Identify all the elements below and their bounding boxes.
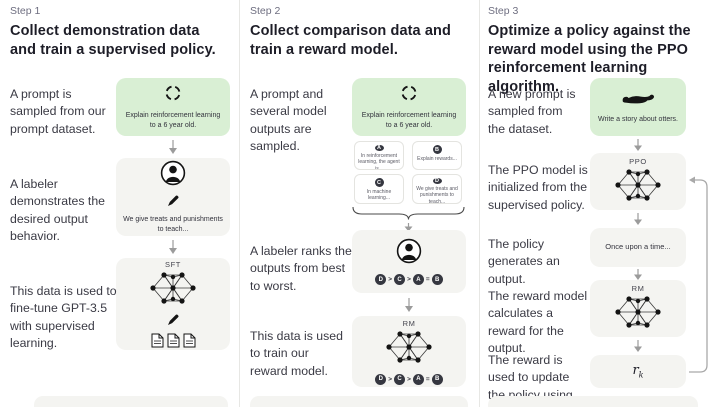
down-arrow-icon: [168, 240, 178, 260]
ranking-separator: >: [388, 375, 393, 383]
prompt-box: Explain reinforcement learning to a 6 ye…: [352, 78, 466, 136]
rm-box: RM D > C > A = B: [352, 316, 466, 387]
rm-label: RM: [631, 283, 645, 293]
column-divider: [239, 0, 240, 407]
option-text: Explain rewards...: [417, 156, 457, 162]
ranking-letter: C: [394, 373, 406, 385]
prompt-box: Explain reinforcement learning to a 6 ye…: [116, 78, 230, 136]
column-divider: [479, 0, 480, 407]
rm-label: RM: [402, 318, 416, 328]
step-label: Step 2: [250, 5, 281, 17]
desc-update-policy: The reward is used to update the policy …: [488, 353, 573, 407]
option-box-c: C In machine learning...: [354, 174, 404, 204]
ranking-letter: C: [394, 274, 406, 285]
prompt-box: Write a story about otters.: [590, 78, 686, 136]
option-letter: C: [374, 178, 384, 187]
option-text: In reinforcement learning, the agent is.…: [358, 153, 400, 170]
step-heading: Collect comparison data and train a rewa…: [250, 23, 451, 58]
down-arrow-icon: [404, 298, 414, 318]
labeler-caption: We give treats and punishments to teach.…: [123, 216, 223, 233]
pencil-icon: [167, 193, 179, 211]
down-arrow-icon: [633, 268, 643, 286]
rm-box: RM: [590, 280, 686, 337]
ranking-letter: D: [375, 373, 387, 385]
sft-label: SFT: [165, 260, 181, 269]
option-letter: B: [432, 145, 442, 154]
person-icon: [396, 238, 422, 269]
prompt-text: Explain reinforcement learning to a 6 ye…: [125, 112, 221, 129]
step-label: Step 3: [488, 5, 519, 17]
bottom-strip: [488, 396, 698, 407]
down-arrow-icon: [404, 219, 413, 237]
pencil-icon: [167, 312, 179, 330]
output-text: Once upon a time...: [605, 242, 671, 252]
ranking-separator: >: [388, 276, 393, 283]
option-letter: A: [374, 145, 384, 151]
otter-icon: [621, 90, 655, 111]
feedback-loop-arrow-icon: [688, 170, 712, 381]
labeler-ranking-box: D > C > A = B: [352, 230, 466, 293]
down-arrow-icon: [633, 340, 643, 358]
ranking-letter: B: [431, 373, 443, 385]
ranking-row: D > C > A = B: [375, 274, 443, 285]
person-icon: [160, 160, 186, 191]
dashed-cycle-icon: [400, 84, 418, 107]
ranking-separator: =: [425, 375, 430, 383]
reward-box: rk: [590, 355, 686, 388]
option-box-d: D We give treats and punishments to teac…: [412, 174, 462, 204]
ppo-label: PPO: [629, 156, 647, 166]
neural-network-icon: [615, 168, 661, 207]
ranking-separator: =: [425, 276, 430, 283]
ranking-separator: >: [407, 276, 411, 283]
desc-ppo-initialized: The PPO model is initialized from the su…: [488, 163, 588, 212]
desc-prompt-sampled: A prompt is sampled from our prompt data…: [10, 87, 106, 136]
output-box: Once upon a time...: [590, 228, 686, 267]
desc-outputs-sampled: A prompt and several model outputs are s…: [250, 87, 327, 154]
reward-symbol: rk: [632, 363, 644, 380]
ranking-letter: D: [375, 274, 387, 285]
ranking-letter: B: [431, 274, 443, 285]
ppo-box: PPO: [590, 153, 686, 210]
option-text: We give treats and punishments to teach.…: [416, 186, 458, 204]
ranking-row: D > C > A = B: [375, 373, 443, 385]
desc-policy-generates: The policy generates an output.: [488, 237, 560, 286]
option-letter: D: [432, 178, 442, 184]
desc-finetune-gpt: This data is used to fine-tune GPT-3.5 w…: [10, 284, 117, 351]
desc-reward-calculated: The reward model calculates a reward for…: [488, 289, 588, 356]
sft-box: SFT: [116, 258, 230, 350]
neural-network-icon: [150, 271, 196, 310]
neural-network-icon: [386, 330, 432, 369]
step-heading: Optimize a policy against the reward mod…: [488, 23, 691, 95]
ranking-letter: A: [412, 373, 424, 385]
prompt-text: Explain reinforcement learning to a 6 ye…: [361, 112, 457, 129]
option-text: In machine learning...: [366, 189, 392, 202]
desc-new-prompt: A new prompt is sampled from the dataset…: [488, 87, 576, 136]
bottom-strip: [34, 396, 228, 407]
down-arrow-icon: [168, 140, 178, 160]
prompt-text: Write a story about otters.: [597, 115, 678, 123]
neural-network-icon: [615, 295, 661, 334]
option-box-b: B Explain rewards...: [412, 141, 462, 170]
documents-icon: [151, 333, 196, 348]
desc-labeler-ranks: A labeler ranks the outputs from best to…: [250, 244, 352, 293]
step-heading: Collect demonstration data and train a s…: [10, 23, 216, 58]
down-arrow-icon: [633, 213, 643, 231]
down-arrow-icon: [633, 139, 643, 157]
ranking-separator: >: [407, 375, 411, 383]
option-box-a: A In reinforcement learning, the agent i…: [354, 141, 404, 170]
labeler-box: We give treats and punishments to teach.…: [116, 158, 230, 236]
curly-brace-icon: [351, 206, 466, 225]
ranking-letter: A: [412, 274, 424, 285]
bottom-strip: [250, 396, 468, 407]
desc-labeler-demonstrates: A labeler demonstrates the desired outpu…: [10, 177, 106, 244]
desc-train-reward-model: This data is used to train our reward mo…: [250, 329, 343, 378]
dashed-cycle-icon: [164, 84, 182, 107]
step-label: Step 1: [10, 5, 41, 17]
